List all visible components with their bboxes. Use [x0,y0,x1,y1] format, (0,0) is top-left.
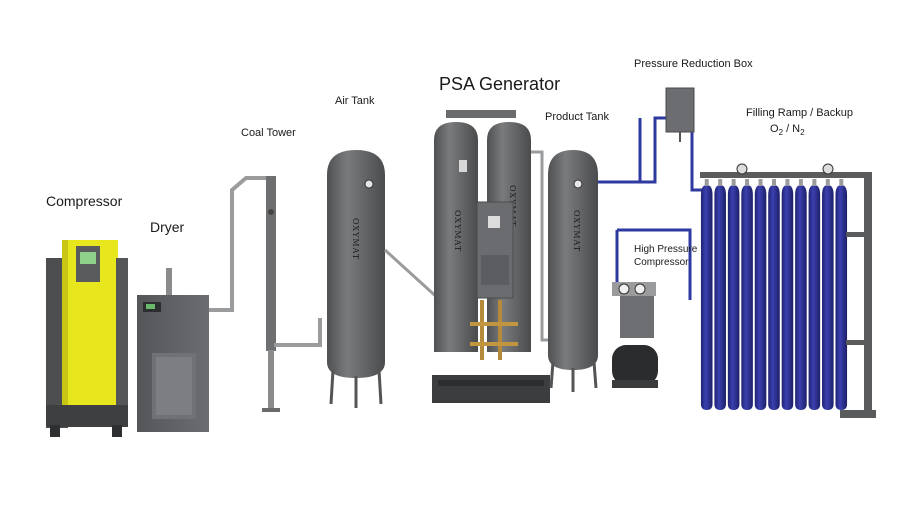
gas-cylinder [714,185,726,410]
label-product-tank: Product Tank [545,111,610,123]
cylinder-bank [700,179,848,410]
dryer [137,268,209,432]
pipe-dryer-to-coal-tower [209,176,271,312]
label-high-pressure-line1: High Pressure [634,244,698,255]
cylinder-valve [731,179,736,186]
gas-cylinder [835,185,848,410]
gas-cylinder [754,185,767,410]
cylinder-valve [772,179,776,186]
cylinder-valve [758,179,763,186]
cylinder-valve [785,179,790,186]
gas-cylinder [768,185,780,410]
filling-ramp-frame [700,163,876,418]
air-tank: OXYMAT [327,150,385,408]
label-pressure-reduction-box: Pressure Reduction Box [634,58,753,70]
air-tank-brand: OXYMAT [351,218,360,260]
compressor [46,240,128,437]
product-tank: OXYMAT [531,150,598,392]
label-high-pressure-line2: Compressor [634,257,689,268]
cylinder-valve [704,179,709,186]
label-dryer: Dryer [150,219,185,235]
cylinder-valve [839,179,844,186]
gas-cylinder [781,185,794,410]
blue-piping [598,110,705,300]
cylinder-valve [718,179,723,186]
label-psa-generator: PSA Generator [439,74,560,94]
coal-tower [262,176,322,412]
gas-cylinder [795,185,807,410]
label-compressor: Compressor [46,193,123,209]
label-filling-ramp-line2: O2 / N2 [770,123,805,137]
label-coal-tower: Coal Tower [241,127,296,139]
psa-generator: OXYMAT OXYMAT [432,110,550,403]
gas-cylinder [700,185,713,410]
gas-cylinder [741,185,753,410]
product-tank-brand: OXYMAT [572,210,581,252]
cylinder-valve [745,179,750,186]
gas-cylinder [822,185,834,410]
label-filling-ramp-line1: Filling Ramp / Backup [746,107,853,119]
label-air-tank: Air Tank [335,95,375,107]
gas-cylinder [808,185,821,410]
cylinder-valve [798,179,803,186]
high-pressure-compressor [612,282,658,388]
cylinder-valve [812,179,817,186]
gas-cylinder [727,185,740,410]
cylinder-valve [825,179,830,186]
psa-brand-left: OXYMAT [453,210,462,252]
pressure-reduction-box [665,87,695,142]
